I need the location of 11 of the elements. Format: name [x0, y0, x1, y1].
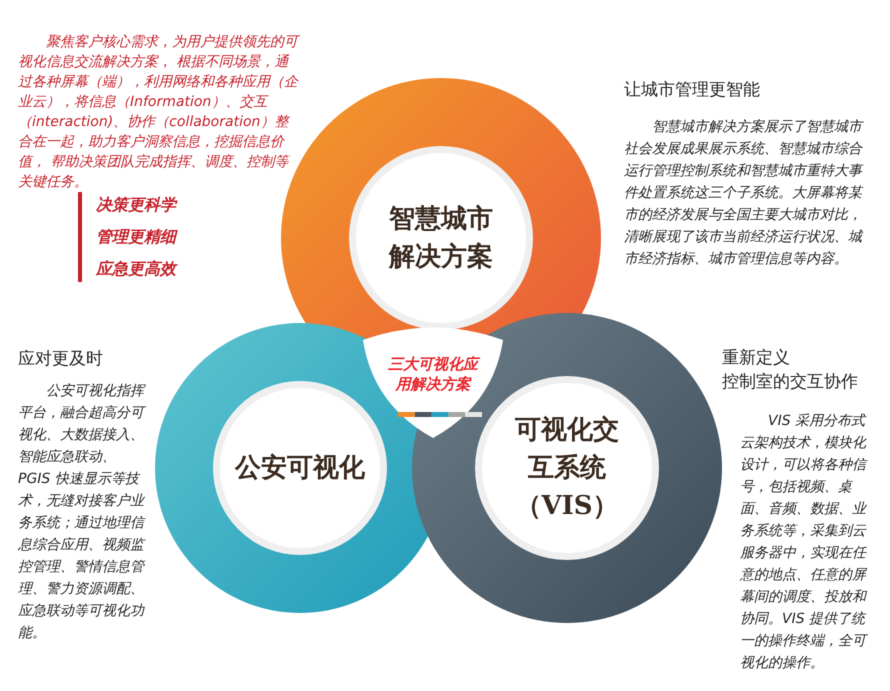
- slogan-text: 应急更高效: [96, 258, 179, 280]
- intro-paragraph: 聚焦客户核心需求，为用户提供领先的可视化信息交流解决方案， 根据不同场景，通过各种屏幕（端），利用网络和各种应用（企业云），将信息（Information）、交互（interaction)、协作（collaboration）整合在一起，助力客户洞察信息，挖掘信息价值， 帮助决策团队完成指挥、调度、控制等关键任务。: [18, 33, 298, 192]
- description-paragraph: 公安可视化指挥平台，融合超高分可视化、大数据接入、智能应急联动、 PGIS 快速显示等技术，无缝对接客户业务系统；通过地理信息综合应用、视频监控管理、警情信息管理、警力资源调配、应急联动等可视化功能。: [18, 382, 146, 643]
- description-paragraph: VIS 采用分布式云架构技术，模块化设计，可以将各种信号，包括视频、桌面、音频、数据、业务系统等，采集到云服务器中，实现在任意的地点、任意的屏幕间的调度、投放和协同。VIS 提供了统一的操作终端，全可视化的操作。: [740, 412, 869, 673]
- slogan-text: 管理更精细: [96, 226, 179, 248]
- section-heading: 让城市管理更智能: [624, 79, 761, 102]
- slogan-text: 决策更科学: [96, 194, 178, 216]
- section-heading: 重新定义控制室的交互协作: [722, 347, 859, 394]
- description-paragraph: 智慧城市解决方案展示了智慧城市社会发展成果展示系统、智慧城市综合运行管理控制系统和智慧城市重特大事件处置系统这三个子系统。大屏幕将某市的经济发展与全国主要大城市对比，清晰展现了该市当前经济运行状况、城市经济指标、城市管理信息等内容。: [624, 118, 864, 269]
- section-heading: 应对更及时: [18, 348, 104, 371]
- center-title: 三大可视化应用解决方案: [383, 354, 483, 394]
